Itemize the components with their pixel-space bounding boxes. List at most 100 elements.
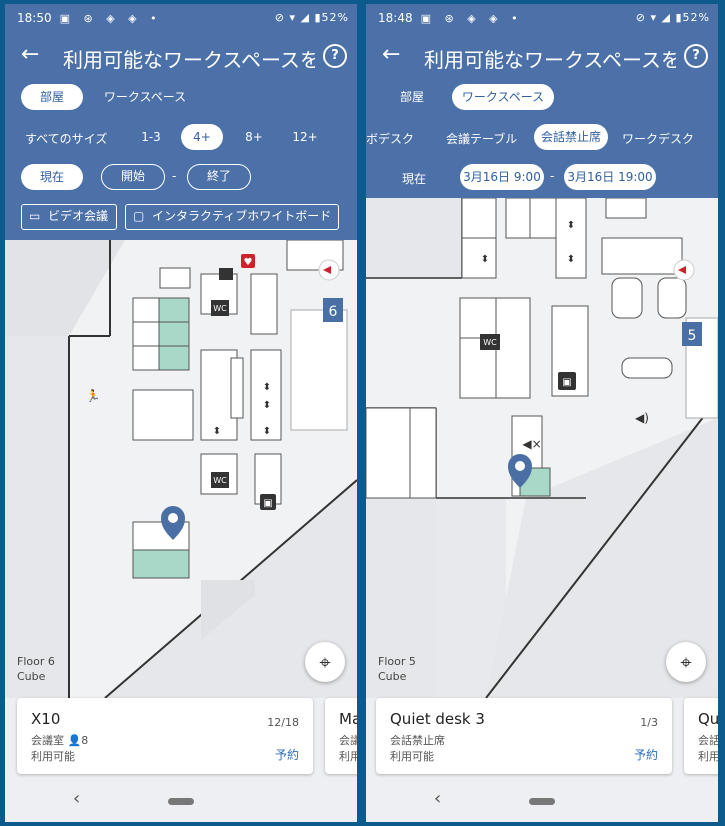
result-card[interactable]: X10 会議室 👤8 利用可能 12/18 予約 <box>17 698 313 774</box>
svg-text:🏃: 🏃 <box>86 389 101 403</box>
whiteboard-label: インタラクティブホワイトボード <box>152 209 332 223</box>
svg-text:WC: WC <box>213 476 227 485</box>
ws-type-quiet-seat[interactable]: 会話禁止席 <box>534 124 608 150</box>
next-result-card[interactable]: Qu 会話 利用 <box>684 698 718 774</box>
chip-room[interactable]: 部屋 <box>399 90 424 104</box>
svg-text:WC: WC <box>213 304 227 313</box>
page-title: 利用可能なワークスペースを… <box>424 48 676 72</box>
time-now-chip[interactable]: 現在 <box>21 164 83 190</box>
status-right-icons: ⊘ ▾ ◢ ▮52% <box>635 11 710 24</box>
end-time-chip[interactable]: 終了 <box>187 164 251 190</box>
status-bar: 18:50 ▣ ⊛ ◈ ◈ • ⊘ ▾ ◢ ▮52% <box>5 4 357 32</box>
svg-text:⬍: ⬍ <box>263 382 271 393</box>
location-pin-icon <box>161 506 185 540</box>
nav-home-pill[interactable] <box>529 798 555 805</box>
svg-text:6: 6 <box>329 304 338 320</box>
nav-back-icon[interactable]: ‹ <box>73 788 81 809</box>
person-icon: 👤 <box>67 734 82 747</box>
floor-number: Floor 6 <box>17 655 55 668</box>
svg-text:⬍: ⬍ <box>263 400 271 411</box>
building-name: Cube <box>378 670 407 683</box>
floor-label: Floor 5 Cube <box>378 654 416 684</box>
next-result-status: 利用 <box>339 750 357 763</box>
nav-back-icon[interactable]: ‹ <box>434 788 442 809</box>
app-bar: ← 利用可能なワークスペースを… ? <box>5 38 357 78</box>
time-now-label[interactable]: 現在 <box>402 172 427 186</box>
location-pin-icon <box>508 454 532 488</box>
book-button[interactable]: 予約 <box>633 748 658 762</box>
result-type: 会話禁止席 <box>390 734 445 747</box>
video-conference-label: ビデオ会議 <box>48 209 109 223</box>
result-capacity: 8 <box>81 734 89 747</box>
svg-text:⬍: ⬍ <box>213 426 221 437</box>
floor-map[interactable]: WC WC ▣ ⬍ ⬍ ⬍ ⬍ 🏃 ♥ 6 <box>5 240 357 698</box>
svg-text:⬍: ⬍ <box>481 254 489 265</box>
chip-workspace[interactable]: ワークスペース <box>452 84 554 110</box>
result-index: 1/3 <box>640 716 658 729</box>
next-result-type: 会話 <box>698 734 718 747</box>
next-result-name: Ma <box>339 710 357 728</box>
floor-map[interactable]: WC ▣ ⬍ ⬍ ⬍ ◀× ◀) 5 <box>366 198 718 698</box>
my-location-button[interactable]: ⌖ <box>666 642 706 682</box>
next-result-card[interactable]: Ma 会議 利用 <box>325 698 357 774</box>
svg-text:▣: ▣ <box>562 377 571 388</box>
filter-header: 18:48 ▣ ⊛ ◈ ◈ • ⊘ ▾ ◢ ▮52% ← 利用可能なワークスペー… <box>366 4 718 198</box>
next-result-status: 利用 <box>698 750 718 763</box>
video-conference-chip[interactable]: ▭ ビデオ会議 <box>21 204 117 230</box>
filter-header: 18:50 ▣ ⊛ ◈ ◈ • ⊘ ▾ ◢ ▮52% ← 利用可能なワークスペー… <box>5 4 357 240</box>
crosshair-icon: ⌖ <box>680 650 692 674</box>
time-separator: - <box>550 169 555 183</box>
result-index: 12/18 <box>267 716 299 729</box>
help-icon[interactable]: ? <box>684 44 708 68</box>
arrow-left-icon[interactable]: ← <box>382 42 401 67</box>
next-result-type: 会議 <box>339 734 357 747</box>
time-separator: - <box>172 169 177 183</box>
size-option-12plus[interactable]: 12+ <box>292 130 318 144</box>
svg-text:WC: WC <box>483 338 497 347</box>
notification-icons: ▣ ⊛ ◈ ◈ • <box>59 11 162 25</box>
notification-icons: ▣ ⊛ ◈ ◈ • <box>420 11 523 25</box>
size-option-4plus[interactable]: 4+ <box>181 124 223 150</box>
chip-workspace[interactable]: ワークスペース <box>103 90 187 104</box>
svg-text:⬍: ⬍ <box>567 220 575 231</box>
result-name: X10 <box>31 710 61 728</box>
start-time-chip[interactable]: 開始 <box>101 164 165 190</box>
svg-text:◀): ◀) <box>635 411 649 425</box>
chip-room[interactable]: 部屋 <box>21 84 83 110</box>
svg-text:⬍: ⬍ <box>263 426 271 437</box>
result-card[interactable]: Quiet desk 3 会話禁止席 利用可能 1/3 予約 <box>376 698 672 774</box>
floor-label: Floor 6 Cube <box>17 654 55 684</box>
size-option-8plus[interactable]: 8+ <box>245 130 263 144</box>
status-bar: 18:48 ▣ ⊛ ◈ ◈ • ⊘ ▾ ◢ ▮52% <box>366 4 718 32</box>
help-icon[interactable]: ? <box>323 44 347 68</box>
svg-text:♥: ♥ <box>244 257 253 268</box>
size-option-1-3[interactable]: 1-3 <box>141 130 161 144</box>
ws-type-meeting-table[interactable]: 会議テーブル <box>446 132 518 146</box>
status-right-icons: ⊘ ▾ ◢ ▮52% <box>274 11 349 24</box>
ws-type-work-desk[interactable]: ワークデスク <box>622 132 695 146</box>
building-name: Cube <box>17 670 46 683</box>
phone-screen-floor-5: 18:48 ▣ ⊛ ◈ ◈ • ⊘ ▾ ◢ ▮52% ← 利用可能なワークスペー… <box>366 4 718 822</box>
whiteboard-icon: ▢ <box>133 209 145 223</box>
video-camera-icon: ▭ <box>29 209 41 223</box>
ws-type-hotdesk[interactable]: ボデスク <box>366 132 415 146</box>
result-type: 会議室 👤8 <box>31 734 89 747</box>
end-time-chip[interactable]: 3月16日 19:00 <box>564 164 656 190</box>
book-button[interactable]: 予約 <box>274 748 299 762</box>
svg-text:⬍: ⬍ <box>567 254 575 265</box>
crosshair-icon: ⌖ <box>319 650 331 674</box>
my-location-button[interactable]: ⌖ <box>305 642 345 682</box>
whiteboard-chip[interactable]: ▢ インタラクティブホワイトボード <box>125 204 339 230</box>
start-time-chip[interactable]: 3月16日 9:00 <box>460 164 544 190</box>
arrow-left-icon[interactable]: ← <box>21 42 40 67</box>
next-result-name: Qu <box>698 710 718 728</box>
system-nav-bar: ‹ <box>5 778 357 822</box>
result-status: 利用可能 <box>31 750 75 763</box>
app-bar: ← 利用可能なワークスペースを… ? <box>366 38 718 78</box>
nav-home-pill[interactable] <box>168 798 194 805</box>
system-nav-bar: ‹ <box>366 778 718 822</box>
floor-number: Floor 5 <box>378 655 416 668</box>
svg-text:▣: ▣ <box>263 498 272 509</box>
size-all-label[interactable]: すべてのサイズ <box>25 132 108 146</box>
result-name: Quiet desk 3 <box>390 710 485 728</box>
